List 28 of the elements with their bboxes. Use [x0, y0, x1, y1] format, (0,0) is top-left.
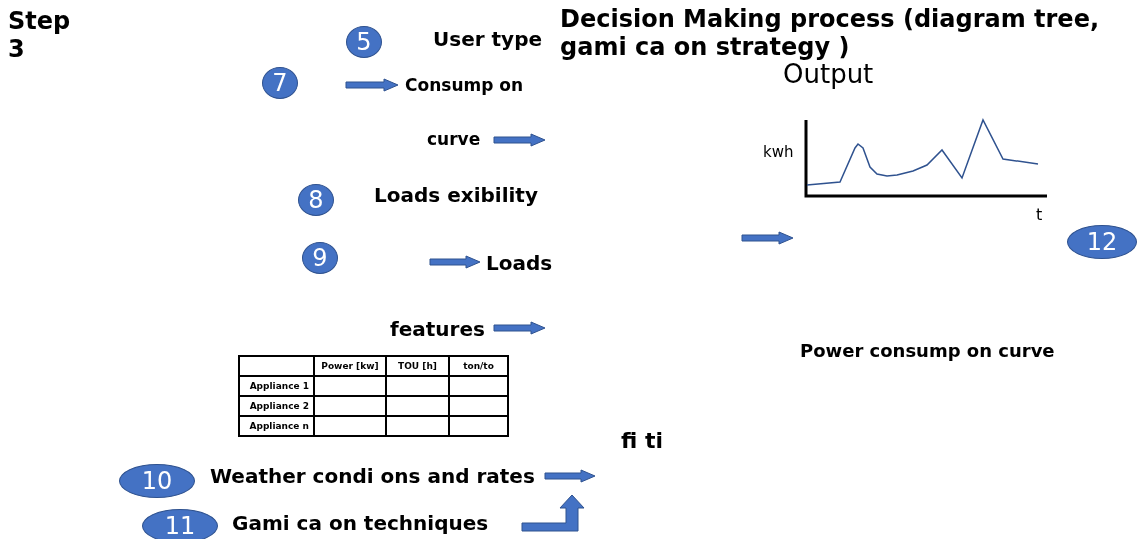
number-badge: 8	[298, 184, 334, 216]
item-label: Consump on	[405, 76, 524, 96]
item-label: Weather condi ons and rates	[210, 465, 535, 488]
number-badge: 10	[119, 464, 195, 498]
step-heading: Step 3	[8, 8, 72, 64]
item-label: features	[390, 318, 485, 341]
axis-label: t	[1036, 206, 1043, 225]
table-cell-text: ton/to	[463, 361, 494, 371]
table-cell-text: Appliance n	[249, 421, 309, 431]
process-heading: Decision Making process (diagram tree, gami ca on strategy )	[560, 6, 1101, 62]
stray-text: fi ti	[621, 428, 664, 454]
number-badge: 5	[346, 26, 382, 58]
item-label: curve	[427, 130, 481, 150]
item-label: Loads exibility	[374, 184, 538, 207]
chart-caption: Power consump on curve	[800, 341, 1055, 362]
number-badge: 7	[262, 67, 298, 99]
output-heading: Output	[783, 60, 874, 90]
table-cell-text: TOU [h]	[398, 361, 437, 371]
number-badge: 11	[142, 509, 218, 539]
axis-label: kwh	[763, 144, 794, 162]
table-cell-text: Appliance 2	[249, 401, 309, 411]
item-label: Loads	[486, 252, 553, 275]
table-cell-text: Power [kw]	[321, 361, 379, 371]
number-badge: 12	[1067, 225, 1137, 259]
table-cell-text: Appliance 1	[249, 381, 309, 391]
number-badge: 9	[302, 242, 338, 274]
item-label: User type	[433, 28, 542, 51]
item-label: Gami ca on techniques	[232, 512, 489, 535]
